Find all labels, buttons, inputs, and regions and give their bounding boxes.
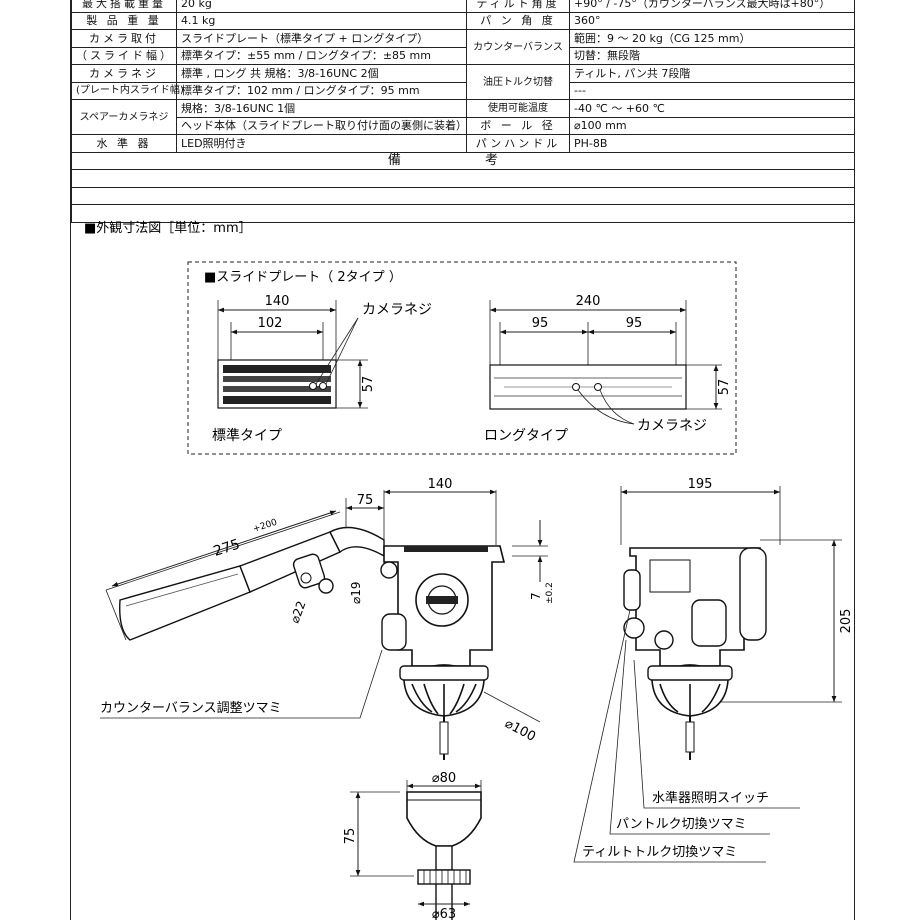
dim-ball-100: ⌀100: [502, 716, 538, 745]
label-spare-screw: スペアーカメラネジ: [71, 99, 177, 135]
callout-counterbalance: カウンターバランス調整ツマミ: [100, 701, 282, 716]
label-torque: 油圧トルク切替: [466, 64, 570, 100]
slide-plate-box: [187, 261, 737, 455]
slide-box-title: ■スライドプレート（ 2タイプ ）: [204, 270, 402, 285]
standard-plate: 140 102 57 カメラネジ 標準タイプ: [212, 294, 432, 444]
dim-bowl-63: ⌀63: [432, 907, 456, 920]
std-camera-screw-label: カメラネジ: [362, 302, 432, 318]
spec-table: 最大搭載重量 20 kg ティルト角度 +90° / -75°（カウンターバラン…: [71, 0, 855, 223]
long-camera-screw-label: カメラネジ: [637, 418, 707, 434]
spec-row-spare-location: ヘッド本体（スライドプレート取り付け面の裏側に装着） ボ ー ル 径 ⌀100 …: [72, 116, 855, 135]
drawing-title: ■外観寸法図［単位：mm］: [84, 220, 252, 236]
label-ball: ボ ー ル 径: [466, 116, 570, 135]
spec-sheet: 最大搭載重量 20 kg ティルト角度 +90° / -75°（カウンターバラン…: [70, 0, 855, 920]
bowl-adapter: ⌀80 75 ⌀63: [343, 771, 482, 920]
dim-long-height: 57: [717, 379, 732, 396]
callout-pan-torque: パントルク切換ツマミ: [616, 817, 747, 832]
side-view: 195 205 水準器照明スイッチ パントルク切換ツマミ ティルトトルク切換ツマ…: [573, 477, 854, 863]
dim-tol-7: 7: [529, 592, 543, 600]
dim-handle-tolerance: +200: [252, 518, 279, 535]
value-camera-mount: スライドプレート（標準タイプ + ロングタイプ）: [176, 29, 467, 48]
dim-bowl-75: 75: [343, 828, 358, 845]
dim-head-140: 140: [428, 477, 453, 492]
value-plate-slide: 標準タイプ：102 mm / ロングタイプ：95 mm: [176, 81, 467, 100]
spec-row-blank-3: [71, 204, 855, 223]
dim-side-205: 205: [839, 609, 854, 634]
long-type-label: ロングタイプ: [484, 428, 568, 444]
value-torque: ティルト, パン共 7段階: [569, 64, 855, 83]
spec-row-camera-mount: カメラ取付 スライドプレート（標準タイプ + ロングタイプ） カウンターバランス…: [71, 29, 855, 65]
label-counterbalance: カウンターバランス: [466, 29, 570, 65]
callout-level-switch: 水準器照明スイッチ: [652, 790, 769, 806]
dim-handle-length: 275: [212, 536, 242, 559]
standard-type-label: 標準タイプ: [212, 428, 282, 444]
dim-long-right: 95: [626, 316, 643, 331]
dim-std-inner: 102: [258, 316, 283, 331]
spec-row-level: 水 準 器 LED照明付き パンハンドル PH-8B: [71, 134, 855, 153]
long-plate: 240 95 95 57 カメラネジ ロングタイプ: [484, 294, 732, 444]
label-level: 水 準 器: [71, 134, 177, 153]
dim-std-height: 57: [361, 376, 376, 393]
spec-row-spare-screw: スペアーカメラネジ 規格：3/8-16UNC 1個 使用可能温度 -40 ℃ ～…: [71, 99, 855, 135]
dim-side-195: 195: [688, 477, 713, 492]
front-view: 75 140 275 +200 ⌀22 ⌀19 7 ±0.2: [100, 477, 555, 760]
value-camera-screw: 標準 , ロング 共 規格：3/8-16UNC 2個: [176, 64, 467, 83]
dim-bowl-80: ⌀80: [432, 771, 456, 786]
dim-tol-7b: ±0.2: [545, 582, 555, 604]
dim-long-width: 240: [576, 294, 601, 309]
dim-std-width: 140: [265, 294, 290, 309]
dim-offset-75: 75: [357, 493, 374, 508]
dim-dia-19: ⌀19: [349, 582, 363, 605]
label-pan-handle: パンハンドル: [466, 134, 570, 153]
callout-tilt-torque: ティルトトルク切換ツマミ: [582, 845, 737, 860]
dim-dia-22: ⌀22: [288, 599, 309, 625]
spec-row-camera-screw: カメラネジ 標準 , ロング 共 規格：3/8-16UNC 2個 油圧トルク切替…: [71, 64, 855, 100]
value-spare-screw: 規格：3/8-16UNC 1個: [176, 99, 467, 118]
dim-long-left: 95: [532, 316, 549, 331]
